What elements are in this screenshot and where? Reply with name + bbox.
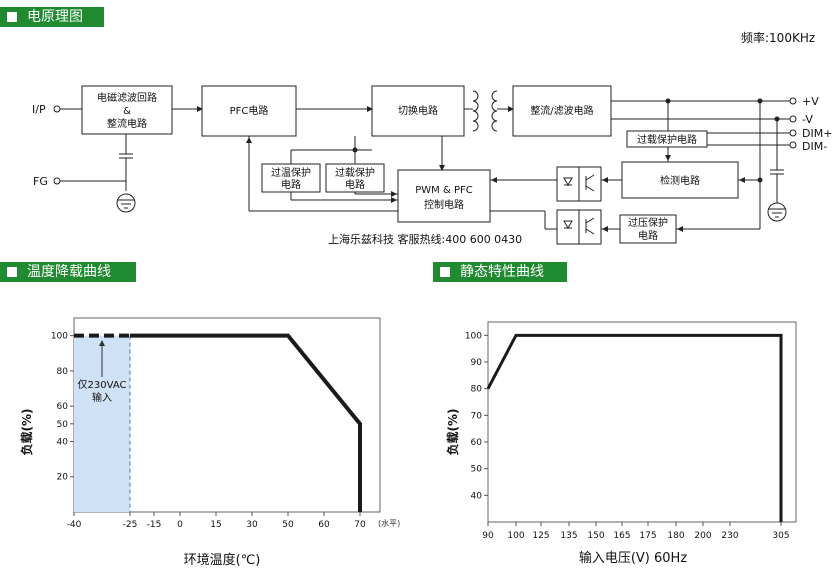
x-tick-label: 125 [532, 531, 549, 541]
x-tick-label: 100 [507, 531, 524, 541]
y-tick-label: 100 [51, 332, 68, 342]
note-arrowhead-icon [99, 340, 105, 346]
olp-label-1: 过载保护 [335, 166, 375, 179]
section-header-static: 静态特性曲线 [433, 262, 567, 282]
derating-note-2: 输入 [92, 391, 112, 404]
dimneg-terminal-icon [789, 141, 797, 149]
overload-dim-block [626, 130, 708, 148]
x-tick-label: 135 [560, 531, 577, 541]
x-tick-label: 305 [772, 531, 789, 541]
x-tick-label: 15 [210, 520, 221, 530]
section-title: 电原理图 [27, 9, 83, 25]
x-tick-label: 0 [177, 520, 183, 530]
square-bullet-icon [440, 267, 450, 277]
x-tick-label: -40 [67, 520, 82, 530]
y-tick-label: 60 [471, 438, 483, 448]
vneg-label: -V [802, 113, 813, 126]
y-tick-label: 20 [57, 473, 69, 483]
pwm-label-2: 控制电路 [424, 198, 464, 211]
square-bullet-icon [7, 267, 17, 277]
pwm-label-1: PWM & PFC [415, 185, 472, 196]
y-tick-label: 90 [471, 358, 483, 368]
ovp-label-2: 电路 [638, 229, 658, 242]
rectifier-label: 整流/滤波电路 [530, 104, 593, 117]
vneg-terminal-icon [789, 115, 797, 123]
otp-label-2: 电路 [281, 178, 301, 191]
emi-filter-block [81, 85, 173, 135]
square-bullet-icon [7, 12, 17, 22]
y-tick-label: 40 [471, 491, 483, 501]
pwm-pfc-block [397, 169, 491, 223]
x-tick-label: 175 [639, 531, 656, 541]
y-tick-label: 50 [471, 465, 483, 475]
derating-series-line [130, 333, 362, 512]
static-chart: 90 100 125 135 150 165 175 180 200 230 305 40 50 60 70… [445, 321, 797, 566]
frequency-label: 频率:100KHz [741, 31, 816, 45]
pfc-label: PFC电路 [230, 104, 269, 117]
chart-plot-area [487, 321, 797, 523]
static-xlabel: 输入电压(V) 60Hz [579, 550, 687, 566]
otp-label-1: 过温保护 [271, 166, 311, 179]
overload-dim-label: 过载保护电路 [637, 133, 697, 146]
derating-xlabel: 环境温度(℃) [184, 552, 261, 568]
y-tick-label: 70 [471, 411, 483, 421]
fg-terminal-icon [53, 177, 61, 185]
x-tick-label: 165 [613, 531, 630, 541]
block-diagram: I/P FG +V -V DIM+ DIM- 电磁滤波回路 & 整流电路 PFC… [32, 85, 832, 246]
ovp-label-1: 过压保护 [628, 216, 668, 229]
dimpos-terminal-icon [789, 129, 797, 137]
x-tick-label: -15 [147, 520, 162, 530]
y-tick-label: 60 [57, 402, 69, 412]
static-series-line [486, 333, 783, 522]
derating-note-1: 仅230VAC [78, 379, 127, 391]
emi-label-2: & [123, 106, 131, 117]
y-tick-label: 50 [57, 420, 69, 430]
section-title: 静态特性曲线 [460, 264, 544, 280]
hotline-text: 上海乐兹科技 客服热线:400 600 0430 [328, 232, 522, 246]
detect-label: 检测电路 [660, 174, 700, 187]
section-title: 温度降载曲线 [27, 264, 111, 280]
static-ylabel: 负载(%) [445, 409, 460, 456]
x-tick-label: 150 [587, 531, 604, 541]
emi-label-3: 整流电路 [107, 117, 147, 130]
y-tick-label: 80 [57, 367, 69, 377]
section-header-derating: 温度降载曲线 [0, 262, 136, 282]
section-header-schematic: 电原理图 [0, 7, 104, 27]
x-tick-label: -25 [123, 520, 138, 530]
x-tick-label: 230 [721, 531, 738, 541]
x-tick-label: 70 [354, 520, 366, 530]
olp-label-2: 电路 [345, 178, 365, 191]
switch-block [371, 85, 465, 137]
x-tick-label: 200 [694, 531, 711, 541]
x-tick-label: 60 [318, 520, 330, 530]
dimpos-label: DIM+ [802, 127, 832, 140]
y-tick-label: 100 [465, 331, 482, 341]
derating-ylabel: 负载(%) [19, 409, 34, 456]
ip-terminal-icon [53, 105, 61, 113]
switch-label: 切换电路 [398, 104, 438, 117]
emi-label-1: 电磁滤波回路 [97, 91, 157, 104]
ip-label: I/P [32, 103, 46, 116]
vpos-label: +V [802, 95, 819, 108]
y-tick-label: 40 [57, 437, 69, 447]
vpos-terminal-icon [789, 97, 797, 105]
y-tick-label: 80 [471, 385, 483, 395]
derating-x-unit: (水平) [378, 518, 400, 528]
x-tick-label: 90 [482, 531, 494, 541]
rectifier-filter-block [512, 85, 612, 137]
fg-label: FG [33, 175, 48, 188]
x-tick-label: 50 [282, 520, 294, 530]
x-tick-label: 180 [667, 531, 684, 541]
dimneg-label: DIM- [802, 140, 827, 153]
x-tick-label: 30 [246, 520, 258, 530]
